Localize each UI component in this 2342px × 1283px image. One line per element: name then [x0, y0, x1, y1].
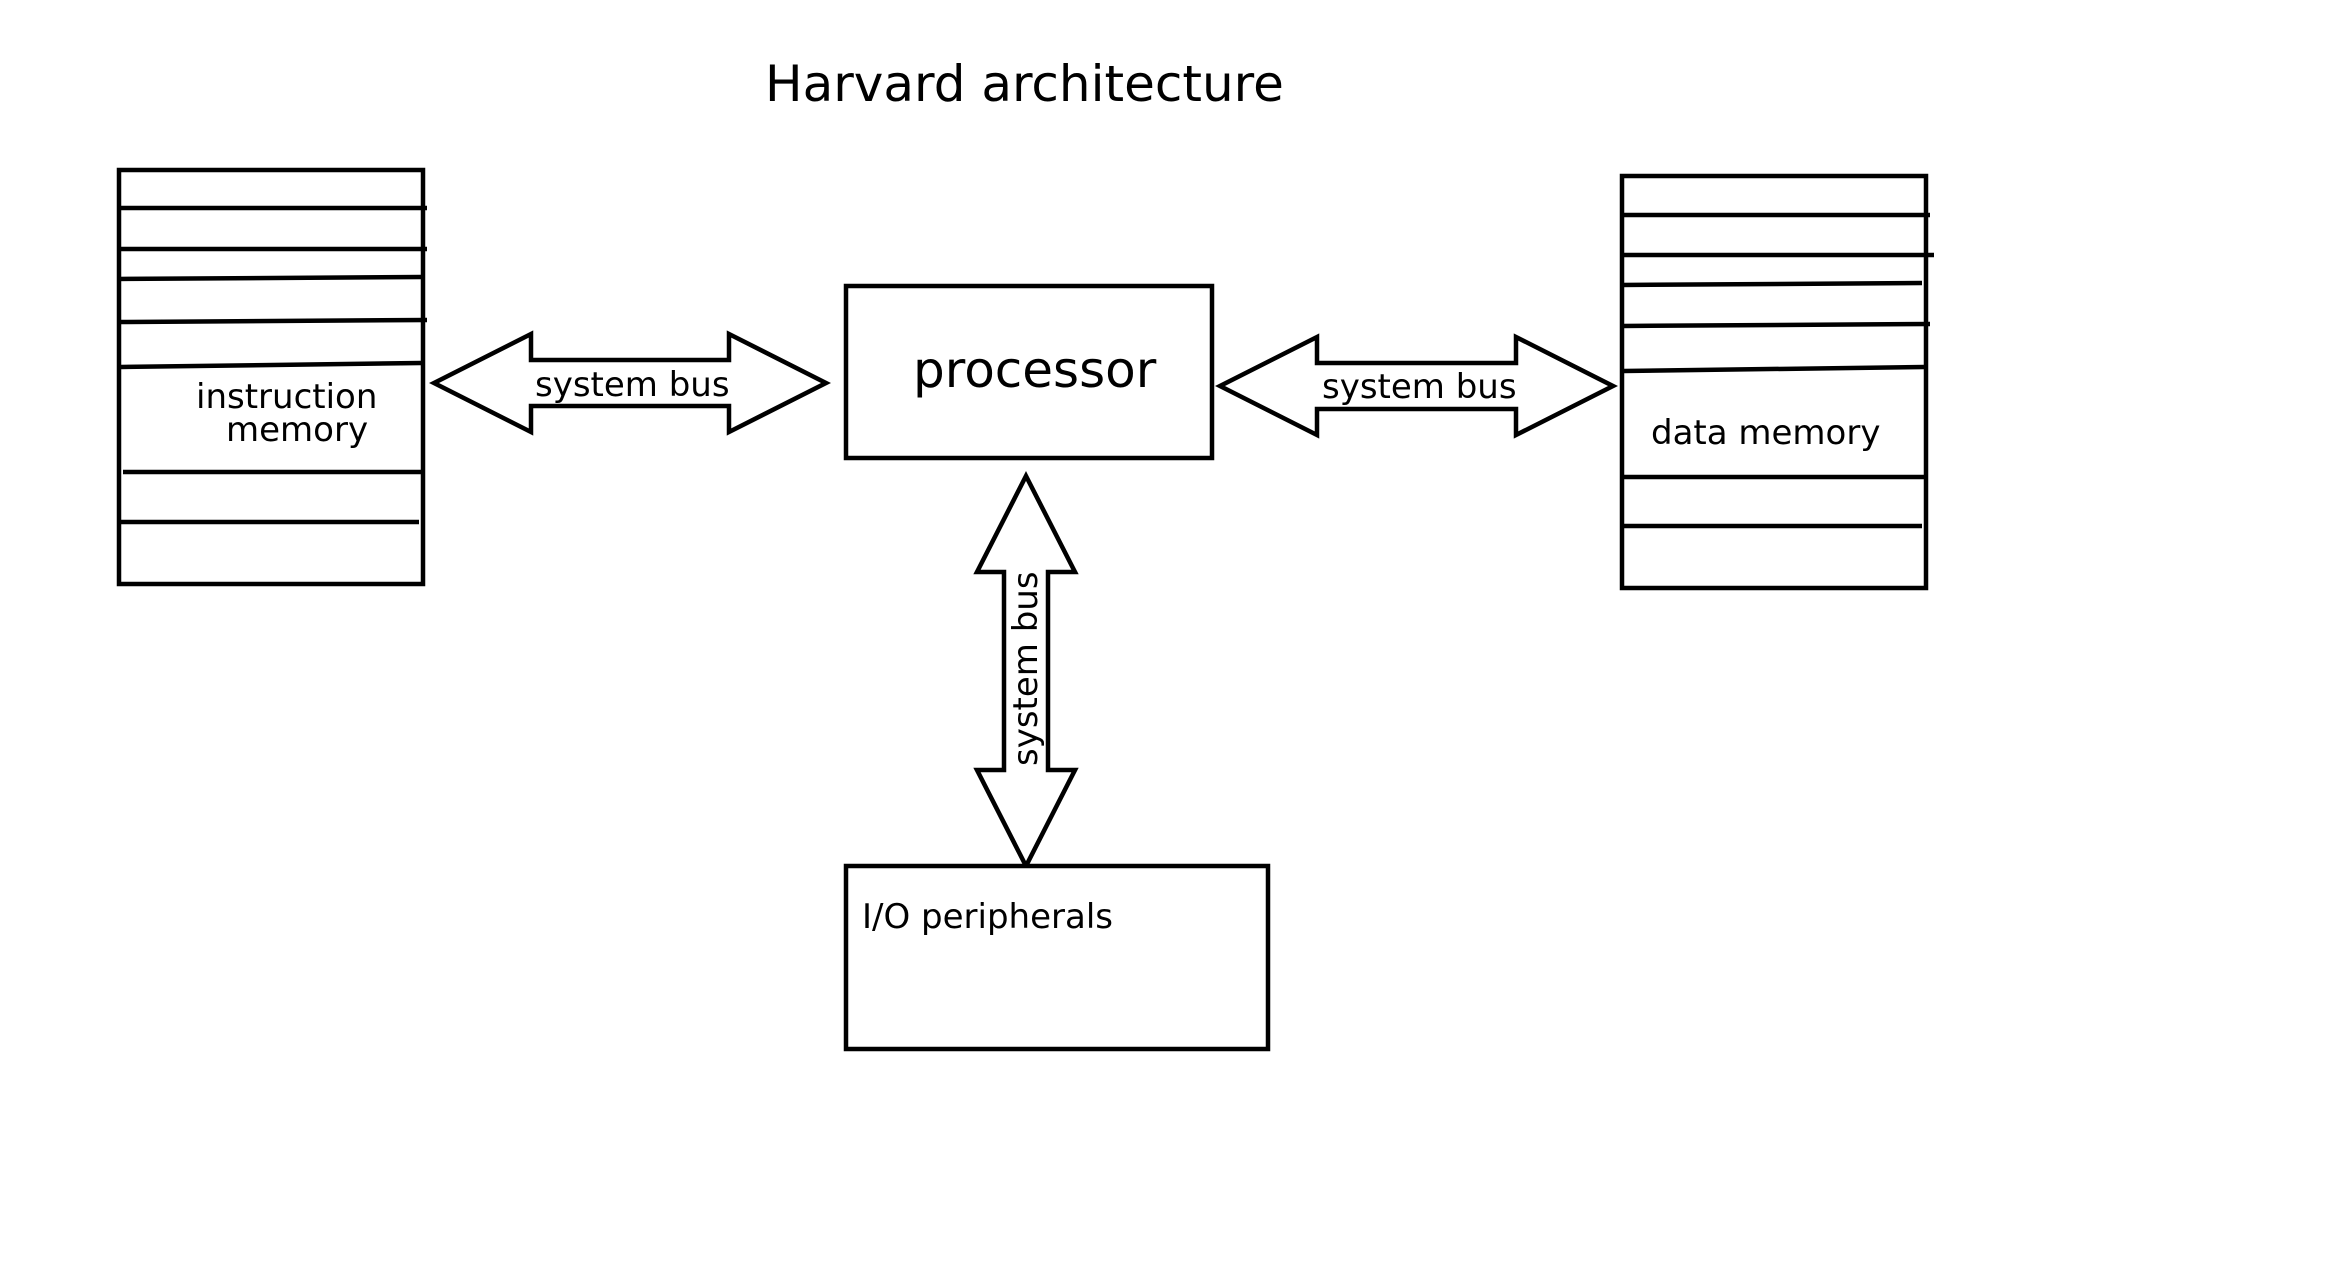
memory-slot-divider [118, 317, 428, 325]
diagram-title: Harvard architecture [765, 55, 1284, 113]
instruction-memory-block: instruction memory [116, 167, 428, 587]
data-memory-label: data memory [1651, 413, 1880, 453]
data-memory-frame [1619, 173, 1929, 591]
system-bus-right-label: system bus [1322, 367, 1517, 407]
io-peripherals-block: I/O peripherals [843, 863, 1271, 1052]
bidirectional-arrow-icon [429, 330, 831, 436]
system-bus-right: system bus [1215, 333, 1618, 439]
memory-slot-divider [1623, 364, 1925, 374]
system-bus-left-label: system bus [535, 365, 730, 405]
processor-block: processor [843, 283, 1215, 461]
system-bus-vertical-label: system bus [1006, 571, 1046, 766]
data-memory-block: data memory [1619, 173, 1934, 591]
memory-slot-divider [120, 360, 422, 370]
system-bus-left: system bus [429, 330, 831, 436]
bidirectional-arrow-icon [1215, 333, 1618, 439]
memory-slot-divider [116, 274, 422, 282]
memory-slot-divider [1621, 321, 1931, 329]
processor-label: processor [913, 341, 1157, 399]
io-peripherals-frame [843, 863, 1271, 1052]
system-bus-vertical: system bus [973, 471, 1079, 871]
instruction-memory-label-line2: memory [226, 410, 368, 450]
memory-slot-divider [1619, 280, 1923, 288]
io-peripherals-label: I/O peripherals [862, 897, 1113, 937]
instruction-memory-label-line1: instruction [196, 377, 377, 417]
processor-frame [843, 283, 1215, 461]
instruction-memory-frame [116, 167, 426, 587]
